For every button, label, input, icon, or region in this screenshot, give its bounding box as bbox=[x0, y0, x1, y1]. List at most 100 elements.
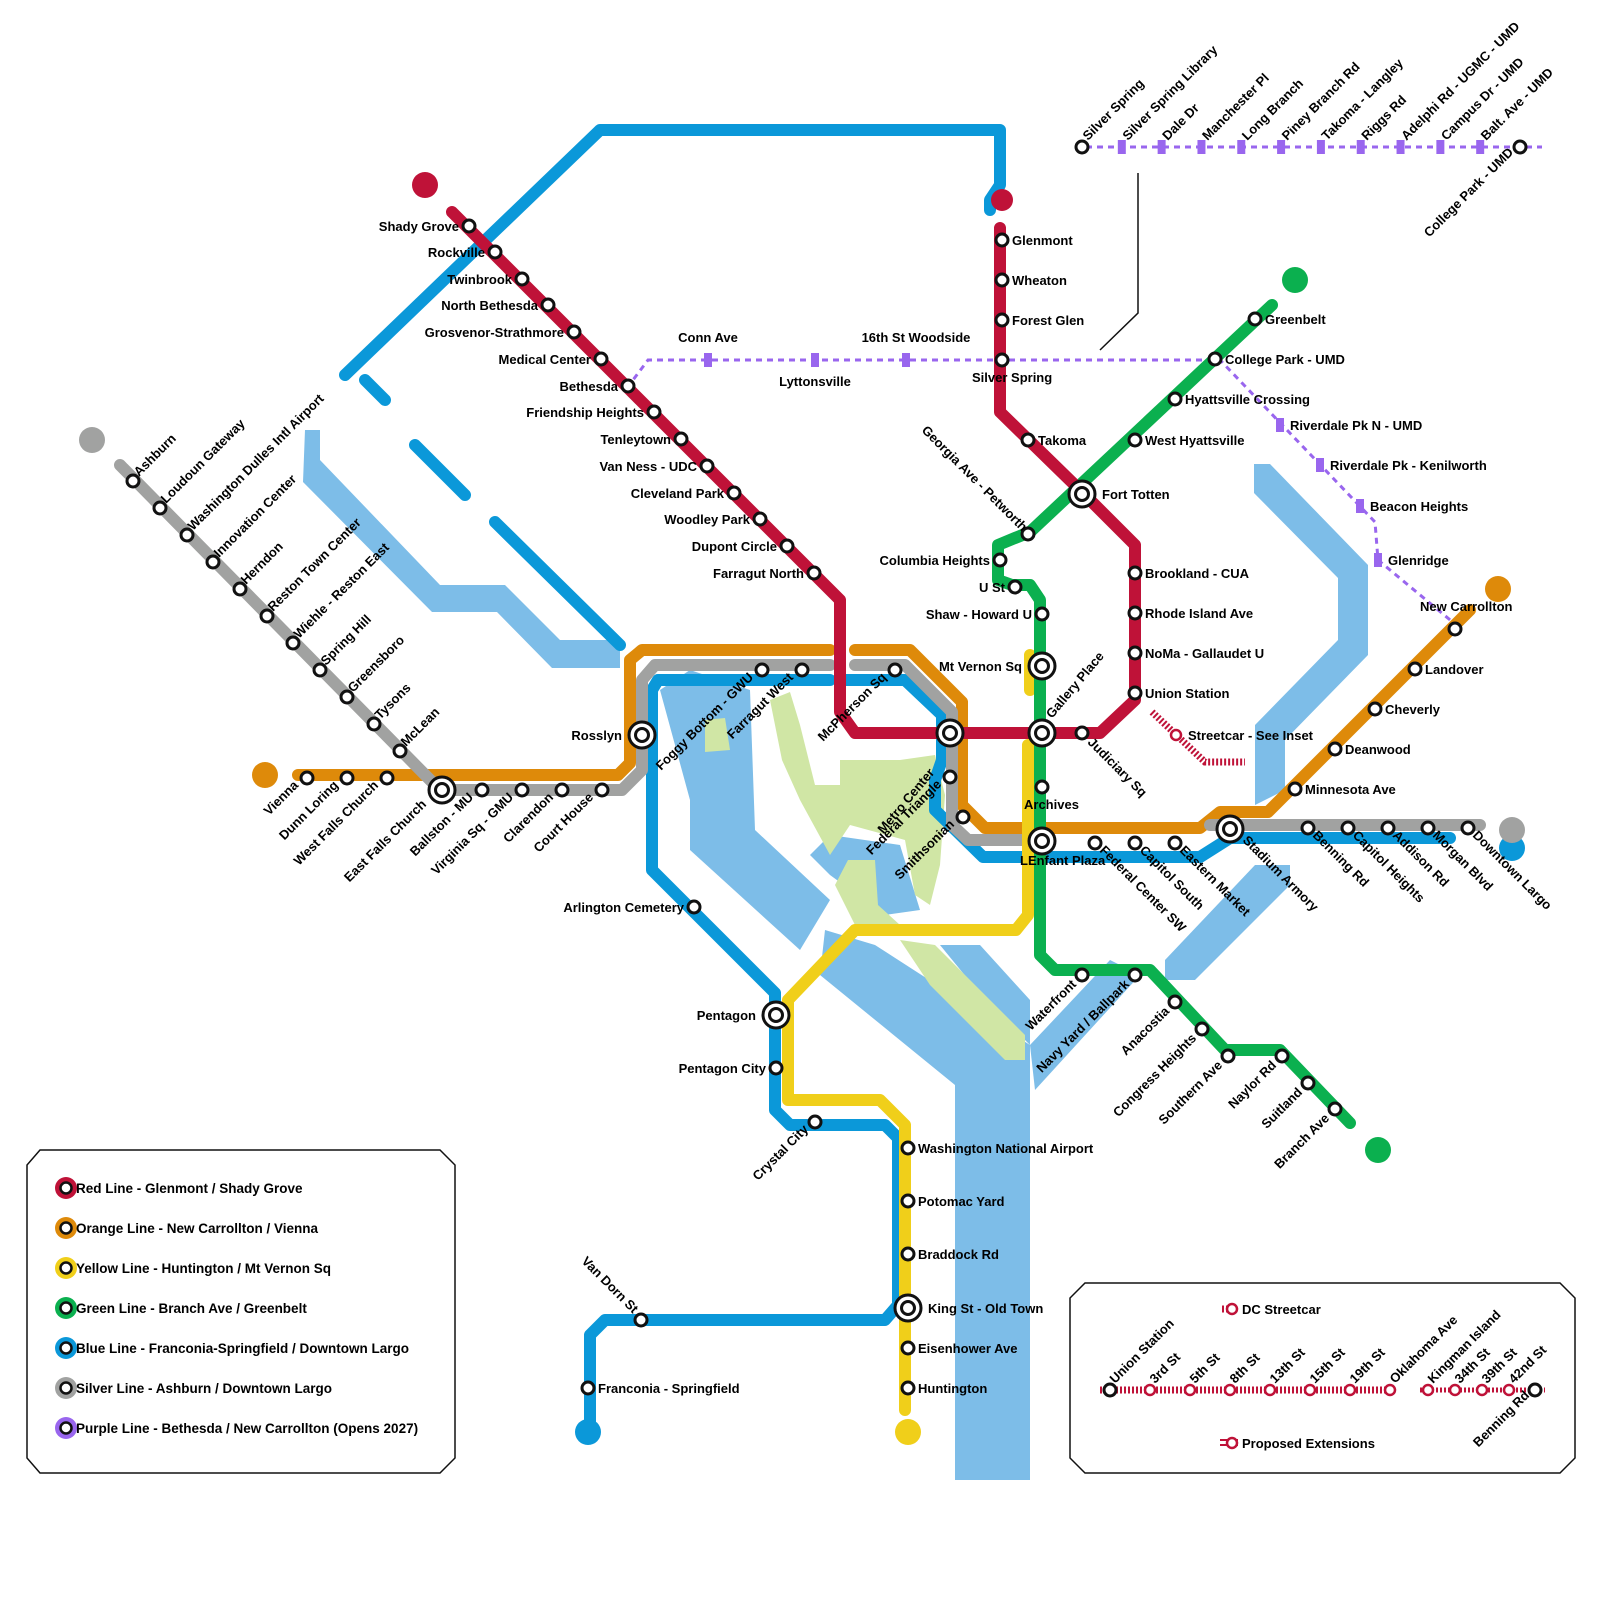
station-southern-ave[interactable] bbox=[1220, 1048, 1236, 1064]
streetcar-stop-42nd-st[interactable] bbox=[1502, 1383, 1516, 1397]
purple-stop-conn-ave[interactable] bbox=[704, 353, 712, 367]
station-loudoun-gateway[interactable] bbox=[152, 500, 168, 516]
purple-inset-stop-campus-dr-umd[interactable] bbox=[1436, 140, 1445, 154]
station-waterfront[interactable] bbox=[1074, 967, 1090, 983]
streetcar-stop-39th-st[interactable] bbox=[1475, 1383, 1489, 1397]
station-columbia-heights[interactable] bbox=[992, 552, 1008, 568]
station-new-carrollton[interactable] bbox=[1447, 621, 1463, 637]
station-huntington[interactable] bbox=[900, 1380, 916, 1396]
station-hyattsville[interactable] bbox=[1167, 391, 1183, 407]
station-judiciary-sq[interactable] bbox=[1074, 725, 1090, 741]
station-eastern-market[interactable] bbox=[1167, 835, 1183, 851]
purple-stop-lyttonsville[interactable] bbox=[811, 353, 819, 367]
streetcar-stop-8th-st[interactable] bbox=[1223, 1383, 1237, 1397]
station-minnesota-ave[interactable] bbox=[1287, 781, 1303, 797]
streetcar-stop-union-station[interactable] bbox=[1102, 1382, 1118, 1398]
purple-stop-beacon-heights[interactable] bbox=[1356, 499, 1364, 513]
station-greensboro[interactable] bbox=[339, 689, 355, 705]
station-foggy-bottom[interactable] bbox=[754, 662, 770, 678]
streetcar-stop-kingman-island[interactable] bbox=[1421, 1383, 1435, 1397]
station-rhode-island[interactable] bbox=[1127, 605, 1143, 621]
station-virginia-sq[interactable] bbox=[514, 782, 530, 798]
streetcar-stop-oklahoma-ave[interactable] bbox=[1383, 1383, 1397, 1397]
station-shaw[interactable] bbox=[1034, 606, 1050, 622]
station-farragut-north[interactable] bbox=[806, 565, 822, 581]
streetcar-stop-15th-st[interactable] bbox=[1303, 1383, 1317, 1397]
station-woodley-park[interactable] bbox=[752, 511, 768, 527]
purple-inset-stop-long-branch[interactable] bbox=[1237, 140, 1246, 154]
station-potomac-yard[interactable] bbox=[900, 1193, 916, 1209]
station-arlington-cemetery[interactable] bbox=[686, 899, 702, 915]
purple-inset-stop-takoma-langley[interactable] bbox=[1316, 140, 1325, 154]
station-congress-heights[interactable] bbox=[1194, 1021, 1210, 1037]
station-vienna[interactable] bbox=[299, 770, 315, 786]
station-suitland[interactable] bbox=[1300, 1075, 1316, 1091]
station-dupont-circle[interactable] bbox=[779, 538, 795, 554]
station-court-house[interactable] bbox=[594, 782, 610, 798]
purple-stop-sixteenth-st[interactable] bbox=[902, 353, 910, 367]
purple-stop-riverdale-n[interactable] bbox=[1276, 418, 1284, 432]
station-smithsonian[interactable] bbox=[955, 809, 971, 825]
purple-inset-stop-balt-ave-umd[interactable] bbox=[1476, 140, 1485, 154]
station-medical-center[interactable] bbox=[593, 351, 609, 367]
station-spring-hill[interactable] bbox=[312, 662, 328, 678]
station-addison-rd[interactable] bbox=[1380, 820, 1396, 836]
station-benning-rd[interactable] bbox=[1300, 820, 1316, 836]
station-west-falls-church[interactable] bbox=[379, 770, 395, 786]
station-innovation[interactable] bbox=[205, 554, 221, 570]
station-bethesda[interactable] bbox=[620, 378, 636, 394]
station-ashburn[interactable] bbox=[125, 473, 141, 489]
station-archives[interactable] bbox=[1034, 779, 1050, 795]
station-friendship-heights[interactable] bbox=[646, 404, 662, 420]
station-cleveland-park[interactable] bbox=[726, 485, 742, 501]
purple-inset-stop-manchester-pl[interactable] bbox=[1197, 140, 1206, 154]
station-ballston[interactable] bbox=[474, 782, 490, 798]
station-mcpherson-sq[interactable] bbox=[887, 662, 903, 678]
station-eisenhower-ave[interactable] bbox=[900, 1340, 916, 1356]
station-union-station[interactable] bbox=[1127, 685, 1143, 701]
station-west-hyattsville[interactable] bbox=[1127, 432, 1143, 448]
streetcar-stop-3rd-st[interactable] bbox=[1143, 1383, 1157, 1397]
station-wiehle[interactable] bbox=[285, 635, 301, 651]
station-north-bethesda[interactable] bbox=[540, 297, 556, 313]
station-national-airport[interactable] bbox=[900, 1140, 916, 1156]
purple-inset-stop-piney-branch-rd[interactable] bbox=[1277, 140, 1286, 154]
station-wheaton[interactable] bbox=[994, 272, 1010, 288]
station-dulles[interactable] bbox=[179, 527, 195, 543]
station-federal-triangle[interactable] bbox=[942, 769, 958, 785]
station-forest-glen[interactable] bbox=[994, 312, 1010, 328]
station-federal-center[interactable] bbox=[1087, 835, 1103, 851]
purple-inset-stop-dale-dr[interactable] bbox=[1157, 140, 1166, 154]
station-crystal-city[interactable] bbox=[807, 1114, 823, 1130]
purple-inset-stop-silver-spring-library[interactable] bbox=[1117, 140, 1126, 154]
station-dunn-loring[interactable] bbox=[339, 770, 355, 786]
station-glenmont[interactable] bbox=[994, 232, 1010, 248]
station-tysons[interactable] bbox=[366, 716, 382, 732]
station-braddock-rd[interactable] bbox=[900, 1246, 916, 1262]
station-morgan-blvd[interactable] bbox=[1420, 820, 1436, 836]
station-van-dorn[interactable] bbox=[633, 1312, 649, 1328]
station-tenleytown[interactable] bbox=[673, 431, 689, 447]
station-anacostia[interactable] bbox=[1167, 994, 1183, 1010]
station-rockville[interactable] bbox=[487, 244, 503, 260]
station-grosvenor[interactable] bbox=[566, 324, 582, 340]
streetcar-stop-19th-st[interactable] bbox=[1343, 1383, 1357, 1397]
streetcar-stop-13th-st[interactable] bbox=[1263, 1383, 1277, 1397]
station-silver-spring[interactable] bbox=[994, 352, 1010, 368]
station-naylor-rd[interactable] bbox=[1274, 1048, 1290, 1064]
station-navy-yard[interactable] bbox=[1127, 967, 1143, 983]
station-pentagon-city[interactable] bbox=[768, 1060, 784, 1076]
station-reston[interactable] bbox=[259, 608, 275, 624]
station-downtown-largo[interactable] bbox=[1460, 820, 1476, 836]
purple-inset-stop-silver-spring[interactable] bbox=[1074, 139, 1090, 155]
streetcar-stop-5th-st[interactable] bbox=[1183, 1383, 1197, 1397]
station-brookland[interactable] bbox=[1127, 565, 1143, 581]
station-landover[interactable] bbox=[1407, 661, 1423, 677]
streetcar-main-stop[interactable] bbox=[1169, 728, 1183, 742]
station-shady-grove[interactable] bbox=[461, 218, 477, 234]
streetcar-stop-34th-st[interactable] bbox=[1448, 1383, 1462, 1397]
station-cheverly[interactable] bbox=[1367, 701, 1383, 717]
station-clarendon[interactable] bbox=[554, 782, 570, 798]
purple-inset-stop-adelphi-rd-ugmc-umd[interactable] bbox=[1396, 140, 1405, 154]
station-franconia[interactable] bbox=[580, 1380, 596, 1396]
